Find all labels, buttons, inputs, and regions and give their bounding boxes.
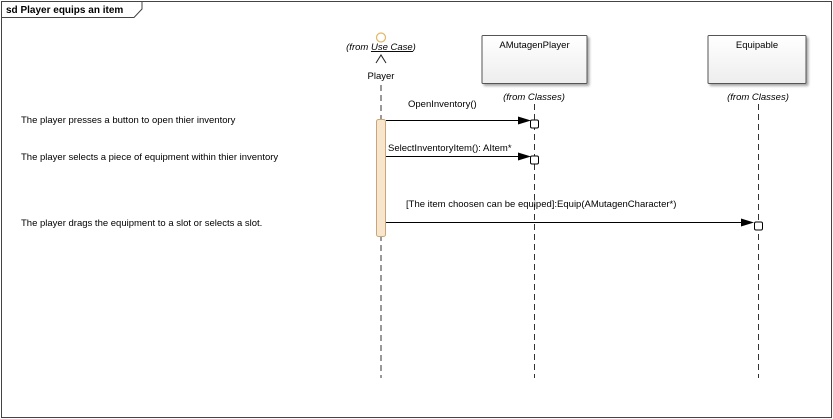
receive-endpoint <box>530 119 539 129</box>
note-drag-equipment: The player drags the equipment to a slot… <box>21 218 262 229</box>
player-stereotype: (from Use Case) <box>346 42 416 53</box>
equipable-name: Equipable <box>736 40 778 51</box>
player-name: Player <box>368 71 395 82</box>
message-open-inventory[interactable]: OpenInventory() <box>386 99 539 129</box>
equipable-lifeline-head[interactable]: Equipable (from Classes) <box>707 35 807 104</box>
note-select-equipment: The player selects a piece of equipment … <box>21 152 278 163</box>
message-select-inventory-item[interactable]: SelectInventoryItem(): AItem* <box>386 143 539 165</box>
amutagenplayer-box <box>481 35 588 84</box>
arrowhead-icon <box>518 116 531 125</box>
receive-endpoint <box>530 155 539 165</box>
player-lifeline-head[interactable]: (from Use Case) Player <box>346 32 416 82</box>
amutagenplayer-stereotype: (from Classes) <box>503 92 565 103</box>
amutagenplayer-lifeline-head[interactable]: AMutagenPlayer (from Classes) <box>481 35 588 104</box>
equipable-stereotype: (from Classes) <box>727 92 789 103</box>
receive-endpoint <box>754 221 763 231</box>
message-label: [The item choosen can be equiped]:Equip(… <box>406 199 676 210</box>
message-label: SelectInventoryItem(): AItem* <box>388 143 512 154</box>
amutagenplayer-name: AMutagenPlayer <box>499 40 569 51</box>
equipable-box <box>707 35 807 84</box>
message-label: OpenInventory() <box>408 99 477 110</box>
frame-title-tab <box>1 1 143 18</box>
actor-head-icon <box>375 32 387 43</box>
note-open-inventory: The player presses a button to open thie… <box>21 115 236 126</box>
frame-title: sd Player equips an item <box>6 5 123 16</box>
actor-legs-icon <box>375 54 387 64</box>
arrowhead-icon <box>518 152 531 161</box>
arrowhead-icon <box>741 218 754 227</box>
message-equip[interactable]: [The item choosen can be equiped]:Equip(… <box>386 199 763 231</box>
player-activation-bar[interactable] <box>376 119 386 237</box>
